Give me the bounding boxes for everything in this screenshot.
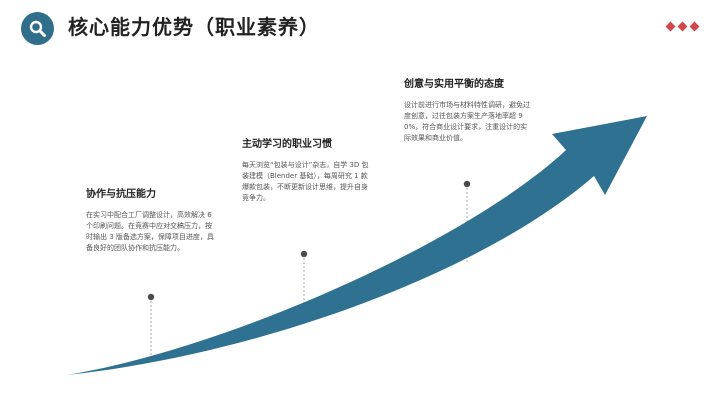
milestone-title: 创意与实用平衡的态度 bbox=[404, 79, 504, 90]
milestone-balance: 创意与实用平衡的态度 设计前进行市场与材料特性调研，避免过度创意，过往包装方案生… bbox=[404, 78, 534, 144]
milestone-title: 主动学习的职业习惯 bbox=[242, 139, 332, 150]
milestone-dot-2 bbox=[300, 250, 308, 258]
milestone-dot-1 bbox=[147, 293, 155, 301]
milestone-dot-3 bbox=[463, 180, 471, 188]
magnifier-glyph bbox=[29, 20, 46, 37]
milestone-description: 每天浏览“包装与设计”杂志，自学 3D 包装建模（Blender 基础），每周研… bbox=[242, 161, 369, 202]
milestone-description: 在实习中配合工厂调整设计，高效解决 6 个印刷问题。在竞赛中应对交稿压力，按时输… bbox=[86, 211, 214, 252]
milestone-collaboration: 协作与抗压能力 在实习中配合工厂调整设计，高效解决 6 个印刷问题。在竞赛中应对… bbox=[86, 188, 214, 254]
milestone-description: 设计前进行市场与材料特性调研，避免过度创意，过往包装方案生产落地率超 90%，符… bbox=[404, 101, 530, 142]
milestone-learning: 主动学习的职业习惯 每天浏览“包装与设计”杂志，自学 3D 包装建模（Blend… bbox=[242, 138, 370, 204]
milestone-title: 协作与抗压能力 bbox=[86, 189, 156, 200]
search-icon bbox=[21, 12, 54, 45]
arrow-shape bbox=[67, 116, 647, 375]
page-title: 核心能力优势（职业素养） bbox=[68, 15, 320, 39]
